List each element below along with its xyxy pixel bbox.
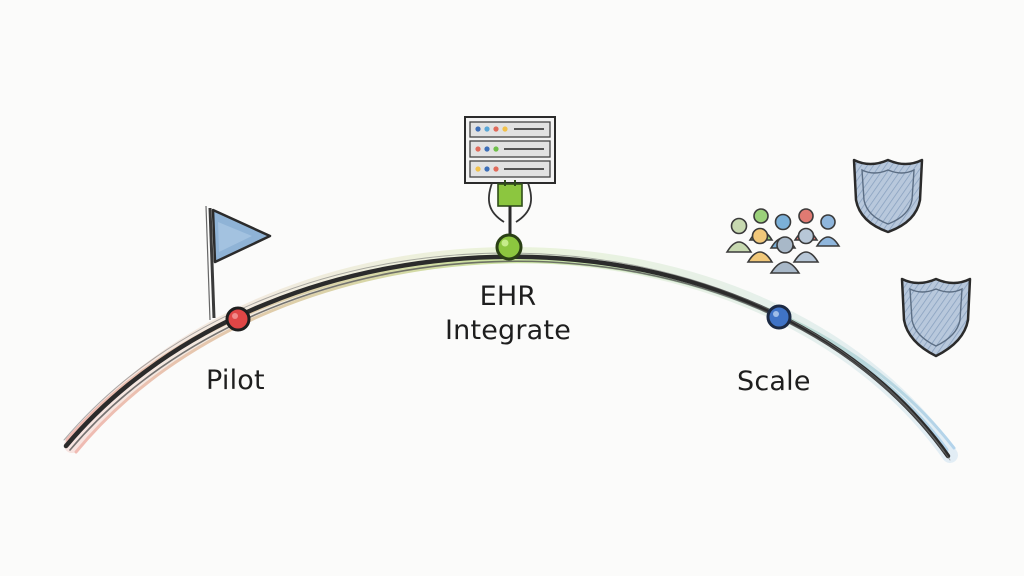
milestone-dot-pilot: [225, 306, 251, 332]
server-rack-icon: [464, 116, 556, 236]
milestone-label-pilot: Pilot: [206, 365, 265, 396]
milestone-label-integrate: EHR Integrate: [0, 280, 1024, 348]
milestone-dot-integrate: [495, 233, 523, 261]
shield-icon: [900, 277, 972, 358]
shield-icon: [852, 158, 924, 234]
milestone-dot-scale: [766, 304, 792, 330]
milestone-label-integrate-line2: Integrate: [444, 315, 572, 346]
people-group-icon: [725, 208, 841, 274]
flag-icon: [205, 205, 272, 321]
milestone-label-scale: Scale: [737, 366, 811, 397]
milestone-label-integrate-line1: EHR: [479, 281, 537, 312]
